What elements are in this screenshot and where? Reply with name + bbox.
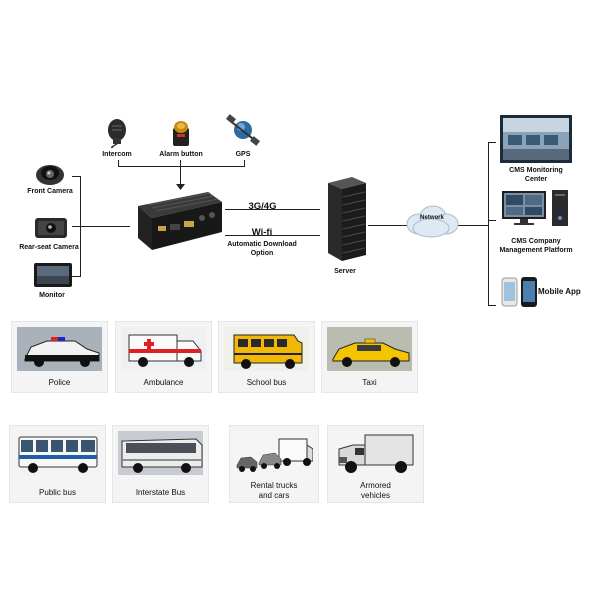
vehicle-label-rental-line2: and cars <box>230 491 318 501</box>
monitor-tick <box>72 276 81 277</box>
cms-center-line2: Center <box>496 176 576 183</box>
cms-center-line1: CMS Monitoring <box>496 167 576 174</box>
rear-camera-label: Rear-seat Camera <box>14 244 84 251</box>
wifi-note-line1: Automatic Download <box>222 241 302 248</box>
vehicle-label-school-bus: School bus <box>219 378 314 388</box>
intercom-label: Intercom <box>92 151 142 158</box>
gps-label: GPS <box>226 151 260 158</box>
vehicle-label-ambulance: Ambulance <box>116 378 211 388</box>
cellular-link-label: 3G/4G <box>240 201 285 212</box>
monitor-label: Monitor <box>24 292 80 299</box>
monitor-icon <box>33 262 73 288</box>
cms-platform-line2: Management Platform <box>492 247 580 254</box>
server-icon <box>322 175 368 263</box>
vehicle-label-armored-line2: vehicles <box>328 491 423 501</box>
armored-vehicle-icon <box>333 431 418 475</box>
vehicle-card-interstate-bus: Interstate Bus <box>112 425 209 503</box>
taxi-icon <box>327 327 412 371</box>
vehicle-label-public-bus: Public bus <box>10 488 105 498</box>
gps-icon <box>226 112 260 148</box>
bracket-to-dvr-line <box>80 226 130 227</box>
vehicle-card-public-bus: Public bus <box>9 425 106 503</box>
server-to-network-line <box>368 225 408 226</box>
vehicle-card-rental: Rental trucks and cars <box>229 425 319 503</box>
mobile-tick <box>488 305 496 306</box>
wifi-note-line2: Option <box>242 250 282 257</box>
cms-platform-tick <box>488 220 496 221</box>
network-label: Network <box>412 215 452 221</box>
vehicle-label-armored-line1: Armored <box>328 481 423 491</box>
vehicle-card-armored: Armored vehicles <box>327 425 424 503</box>
mobile-phones-icon <box>501 276 539 308</box>
vehicle-card-school-bus: School bus <box>218 321 315 393</box>
public-bus-image <box>15 431 100 475</box>
vehicle-label-interstate-bus: Interstate Bus <box>113 488 208 498</box>
top-devices-bar <box>118 166 245 167</box>
armored-vehicle-image <box>333 431 418 475</box>
alarm-button-icon <box>170 118 192 148</box>
ambulance-image <box>121 327 206 371</box>
rental-vehicles-icon <box>235 431 313 475</box>
front-camera-icon <box>35 160 65 186</box>
wifi-link-label: Wi-fi <box>242 227 282 238</box>
vehicle-card-ambulance: Ambulance <box>115 321 212 393</box>
cms-monitoring-center-image <box>500 115 572 163</box>
vehicle-label-police: Police <box>12 378 107 388</box>
interstate-bus-image <box>118 431 203 475</box>
dvr-box-icon <box>128 188 224 252</box>
outputs-bracket-vertical <box>488 142 489 305</box>
network-to-outputs-line <box>458 225 488 226</box>
interstate-bus-icon <box>118 431 203 475</box>
server-label: Server <box>325 268 365 275</box>
vehicle-label-rental-line1: Rental trucks <box>230 481 318 491</box>
public-bus-icon <box>15 431 100 475</box>
front-camera-label: Front Camera <box>20 188 80 195</box>
alarm-button-label: Alarm button <box>150 151 212 158</box>
cms-platform-computer-icon <box>500 188 572 228</box>
rental-vehicles-image <box>235 431 313 475</box>
school-bus-icon <box>224 327 309 371</box>
intercom-drop <box>118 160 119 167</box>
rear-camera-icon <box>34 216 68 240</box>
school-bus-image <box>224 327 309 371</box>
cms-center-tick <box>488 142 496 143</box>
mobile-app-label: Mobile App <box>538 287 588 296</box>
top-to-dvr-line <box>180 166 181 186</box>
police-car-icon <box>17 327 102 371</box>
gps-drop <box>244 160 245 167</box>
police-car-image <box>17 327 102 371</box>
vehicle-label-taxi: Taxi <box>322 378 417 388</box>
taxi-image <box>327 327 412 371</box>
vehicle-card-police: Police <box>11 321 108 393</box>
front-camera-tick <box>72 176 81 177</box>
cms-platform-line1: CMS Company <box>492 238 580 245</box>
network-cloud-icon <box>403 204 461 238</box>
vehicle-card-taxi: Taxi <box>321 321 418 393</box>
ambulance-icon <box>121 327 206 371</box>
intercom-icon <box>104 118 130 148</box>
